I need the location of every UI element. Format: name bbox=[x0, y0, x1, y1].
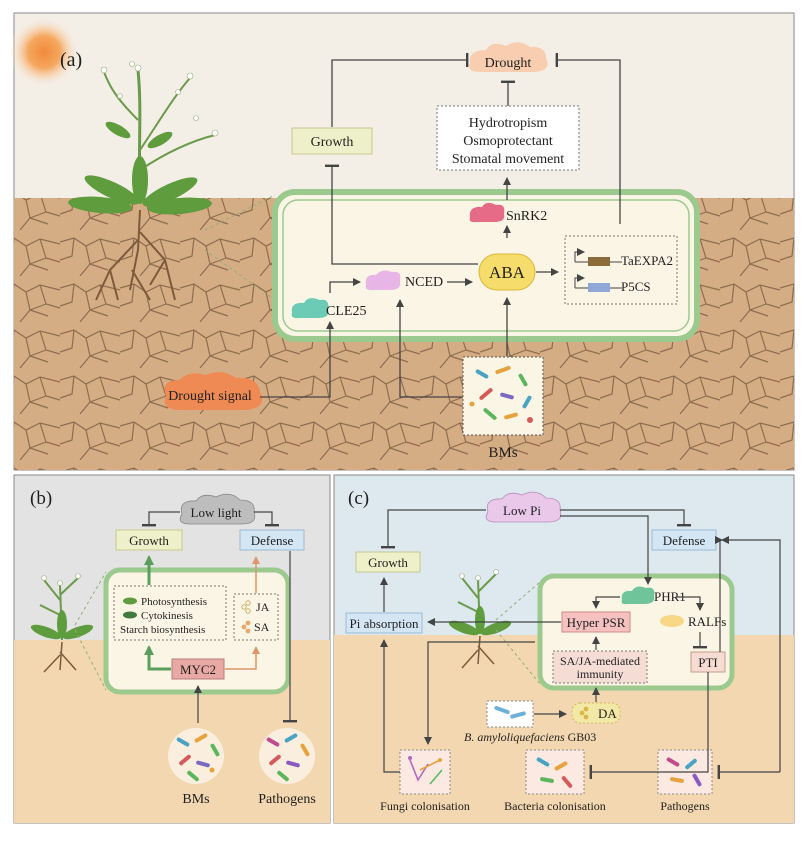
panel-b: (b) Low light Growth Defense Photosynthe… bbox=[13, 474, 331, 824]
p5cs-gene-icon bbox=[588, 283, 610, 292]
cell-division-icon bbox=[123, 611, 137, 619]
low-pi-label: Low Pi bbox=[503, 503, 541, 518]
hyper-psr-label: Hyper PSR bbox=[567, 615, 626, 630]
arrows-panel-a bbox=[260, 53, 621, 398]
strain-id: GB03 bbox=[565, 730, 597, 744]
bacteria-box bbox=[525, 749, 585, 795]
phr1-label: PHR1 bbox=[654, 589, 686, 604]
process-starch: Starch biosynthesis bbox=[120, 624, 205, 636]
pti-label: PTI bbox=[698, 655, 718, 670]
fungi-icon bbox=[408, 756, 443, 785]
growth-box-c bbox=[355, 551, 421, 573]
snrk2-label: SnRK2 bbox=[506, 209, 547, 224]
process-cytokinesis: Cytokinesis bbox=[141, 610, 193, 622]
drought-cloud: Drought bbox=[469, 42, 548, 72]
low-pi-cloud bbox=[485, 491, 562, 523]
arrows-panel-c bbox=[380, 509, 781, 779]
response-stomatal-movement: Stomatal movement bbox=[452, 152, 564, 167]
response-hydrotropism: Hydrotropism bbox=[469, 116, 548, 131]
bacteria-icon bbox=[536, 757, 573, 788]
drought-signal-label: Drought signal bbox=[168, 389, 252, 404]
panel-c: (c) Low Pi Growth Defense Pi absorption … bbox=[333, 474, 795, 824]
pi-absorption-box bbox=[345, 612, 423, 634]
da-label: DA bbox=[598, 706, 617, 721]
strain-label: B. amyloliquefaciens GB03 bbox=[464, 730, 596, 744]
taexpa2-gene-icon bbox=[588, 257, 610, 266]
plant-icon-b bbox=[30, 573, 94, 673]
nced-icon bbox=[365, 270, 401, 291]
sa-ja-immunity-box bbox=[552, 650, 648, 684]
defense-label-b: Defense bbox=[251, 533, 294, 548]
pi-absorption-label: Pi absorption bbox=[350, 616, 419, 631]
bms-label-a: BMs bbox=[488, 445, 517, 461]
growth-box-b bbox=[115, 529, 183, 551]
strain-species: B. amyloliquefaciens bbox=[464, 730, 565, 744]
ja-icon bbox=[241, 600, 251, 614]
sa-ja-line1: SA/JA-mediated bbox=[560, 654, 640, 668]
pathogens-label-b: Pathogens bbox=[258, 792, 316, 807]
aba-label: ABA bbox=[489, 263, 526, 282]
hormones-box bbox=[233, 593, 279, 641]
ralfs-icon bbox=[660, 615, 684, 627]
panel-a: (a) bbox=[8, 12, 795, 471]
snrk2-icon bbox=[469, 202, 505, 223]
defense-box-b bbox=[239, 529, 305, 551]
bacteria-label: Bacteria colonisation bbox=[504, 799, 606, 813]
hormone-sa: SA bbox=[254, 620, 270, 634]
nced-label: NCED bbox=[405, 275, 443, 290]
microbes-icon-a bbox=[469, 365, 533, 423]
chloroplast-icon bbox=[123, 597, 137, 605]
growth-label-a: Growth bbox=[311, 135, 354, 150]
growth-label-b: Growth bbox=[129, 533, 169, 548]
sun-icon bbox=[8, 16, 80, 88]
root-cell-a-inner bbox=[282, 199, 690, 332]
drought-responses-box bbox=[436, 105, 580, 171]
process-photosynthesis: Photosynthesis bbox=[141, 596, 207, 608]
sa-icon bbox=[241, 620, 251, 634]
bacillus-icon bbox=[494, 705, 526, 719]
panel-c-label: (c) bbox=[348, 488, 369, 509]
growth-label-c: Growth bbox=[368, 555, 408, 570]
panel-b-label: (b) bbox=[30, 488, 52, 509]
fungi-box bbox=[399, 749, 451, 795]
phr1-icon bbox=[621, 586, 655, 605]
sa-ja-line2: immunity bbox=[577, 667, 624, 681]
cle25-label: CLE25 bbox=[326, 304, 366, 319]
response-osmoprotectant: Osmoprotectant bbox=[463, 134, 553, 149]
pathogens-cluster-b-icon bbox=[259, 728, 315, 784]
gene-p5cs: P5CS bbox=[621, 279, 651, 294]
myc2-to-processes-arrow bbox=[144, 645, 171, 671]
da-icon bbox=[579, 706, 589, 720]
gene-taexpa2: TaEXPA2 bbox=[621, 253, 673, 268]
growth-box-a bbox=[291, 127, 373, 155]
fungi-label: Fungi colonisation bbox=[380, 799, 470, 813]
ralfs-label: RALFs bbox=[688, 614, 726, 629]
myc2-node bbox=[171, 658, 225, 680]
drought-label: Drought bbox=[485, 56, 532, 71]
myc2-label: MYC2 bbox=[180, 662, 216, 677]
processes-box bbox=[113, 585, 227, 641]
myc2-to-hormones-arrow bbox=[225, 646, 260, 670]
defense-label-c: Defense bbox=[663, 533, 706, 548]
arabidopsis-plant-icon bbox=[68, 61, 219, 301]
arrows-panel-b bbox=[142, 511, 297, 723]
bms-cluster-b-icon bbox=[168, 728, 224, 784]
drought-signal-cloud bbox=[164, 372, 263, 410]
panel-a-label: (a) bbox=[60, 49, 82, 71]
hyper-psr-node bbox=[561, 611, 631, 633]
low-light-label: Low light bbox=[191, 505, 242, 520]
gb03-box bbox=[486, 700, 534, 728]
plant-icon-c bbox=[448, 569, 512, 669]
genes-box bbox=[564, 235, 678, 305]
pathogens-icon-c bbox=[666, 757, 702, 787]
pathogens-label-c: Pathogens bbox=[660, 799, 710, 813]
bms-label-b: BMs bbox=[182, 792, 209, 807]
hormone-ja: JA bbox=[256, 600, 270, 614]
aba-node bbox=[478, 253, 536, 291]
low-light-cloud bbox=[179, 493, 256, 525]
cle25-icon bbox=[291, 298, 329, 319]
